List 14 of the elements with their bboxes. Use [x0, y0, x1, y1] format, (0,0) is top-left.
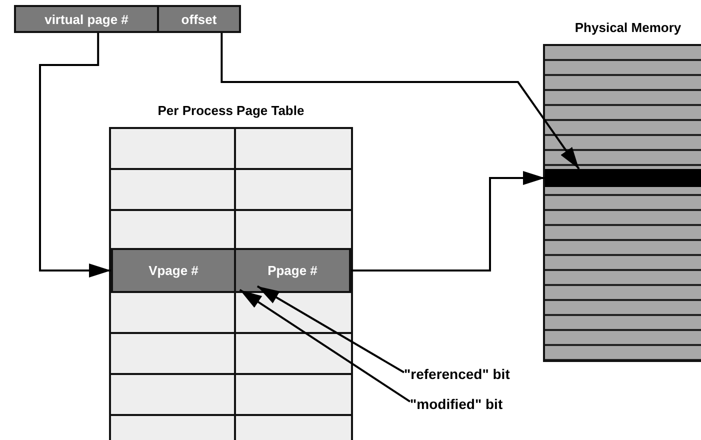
arrow	[39, 33, 111, 278]
memory-frame	[545, 169, 701, 187]
callout-text: "modified" bit	[410, 396, 503, 412]
arrow	[220, 33, 580, 170]
arrow	[351, 171, 545, 272]
address-field: virtual page #	[14, 5, 159, 33]
table-entry: Vpage #	[111, 248, 236, 293]
address-field: offset	[157, 5, 241, 33]
table-entry: Ppage #	[234, 248, 351, 293]
leader-line	[256, 285, 404, 374]
memory-title: Physical Memory	[574, 20, 682, 35]
table-title: Per Process Page Table	[156, 103, 306, 118]
callout-text: "referenced" bit	[404, 366, 510, 382]
leader-line	[239, 289, 411, 402]
